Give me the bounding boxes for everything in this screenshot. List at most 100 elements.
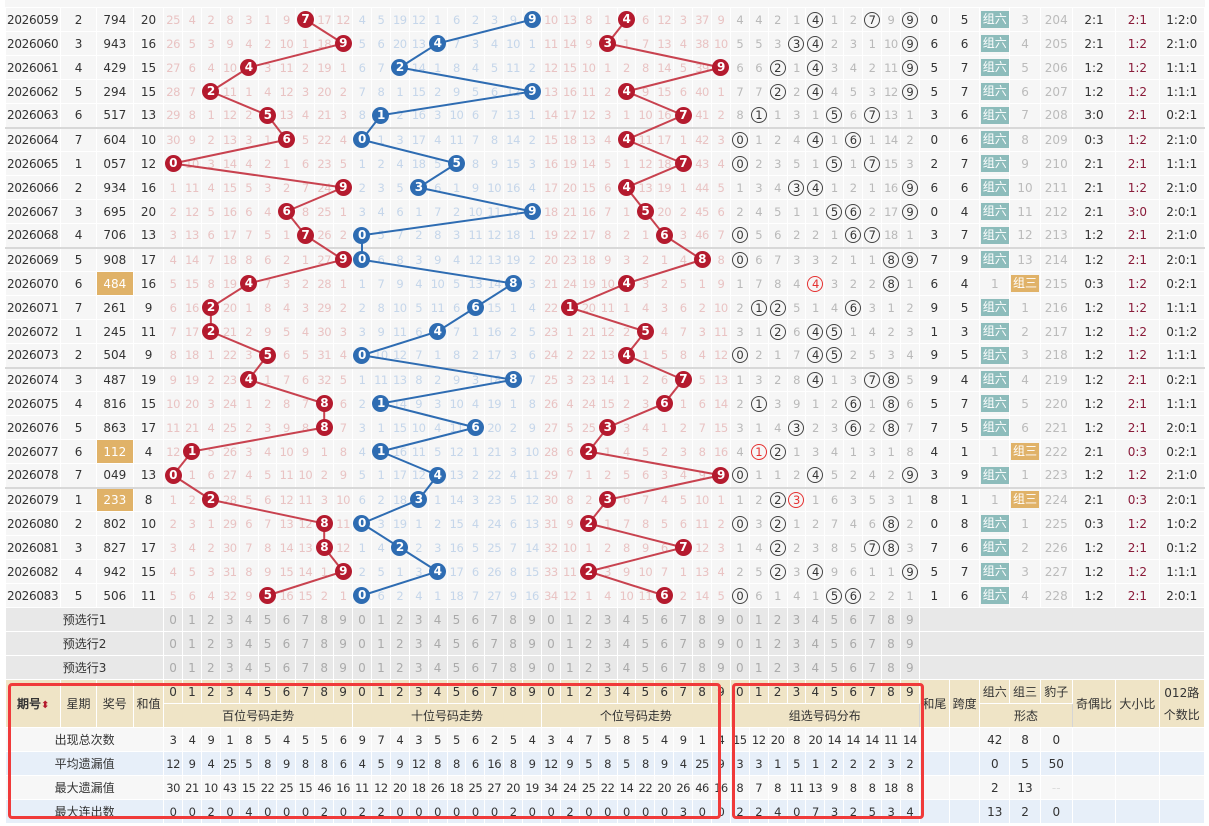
preselect-digit[interactable]: 6 — [654, 631, 675, 656]
preselect-digit[interactable]: 3 — [786, 607, 807, 632]
preselect-digit[interactable]: 4 — [238, 607, 259, 632]
preselect-digit[interactable]: 2 — [767, 655, 788, 680]
preselect-digit[interactable]: 0 — [352, 655, 372, 680]
preselect-digit[interactable]: 3 — [408, 655, 429, 680]
preselect-digit[interactable]: 3 — [597, 655, 618, 680]
preselect-digit[interactable]: 9 — [333, 631, 354, 656]
preselect-digit[interactable]: 0 — [729, 655, 750, 680]
preselect-digit[interactable]: 0 — [352, 607, 372, 632]
preselect-digit[interactable]: 5 — [824, 631, 845, 656]
preselect-digit[interactable]: 3 — [219, 607, 240, 632]
preselect-digit[interactable]: 0 — [729, 607, 750, 632]
preselect-digit[interactable]: 7 — [673, 607, 694, 632]
preselect-digit[interactable]: 6 — [654, 607, 675, 632]
preselect-digit[interactable]: 2 — [200, 655, 221, 680]
preselect-digit[interactable]: 1 — [748, 607, 769, 632]
preselect-digit[interactable]: 2 — [767, 631, 788, 656]
preselect-digit[interactable]: 1 — [559, 631, 580, 656]
preselect-digit[interactable]: 5 — [635, 631, 656, 656]
preselect-digit[interactable]: 2 — [767, 607, 788, 632]
preselect-digit[interactable]: 2 — [578, 631, 599, 656]
preselect-digit[interactable]: 2 — [200, 631, 221, 656]
preselect-digit[interactable]: 3 — [786, 631, 807, 656]
preselect-digit[interactable]: 8 — [692, 655, 712, 680]
preselect-digit[interactable]: 8 — [314, 655, 335, 680]
preselect-digit[interactable]: 2 — [389, 655, 410, 680]
preselect-digit[interactable]: 6 — [843, 607, 864, 632]
preselect-digit[interactable]: 3 — [408, 631, 429, 656]
preselect-digit[interactable]: 1 — [182, 655, 202, 680]
preselect-digit[interactable]: 9 — [522, 631, 542, 656]
preselect-digit[interactable]: 4 — [238, 631, 259, 656]
preselect-digit[interactable]: 8 — [314, 607, 335, 632]
preselect-digit[interactable]: 7 — [484, 655, 505, 680]
preselect-digit[interactable]: 5 — [257, 631, 278, 656]
preselect-digit[interactable]: 6 — [276, 631, 297, 656]
preselect-digit[interactable]: 4 — [427, 607, 448, 632]
preselect-digit[interactable]: 8 — [503, 655, 524, 680]
preselect-digit[interactable]: 7 — [862, 631, 882, 656]
preselect-digit[interactable]: 3 — [219, 631, 240, 656]
preselect-digit[interactable]: 2 — [578, 655, 599, 680]
preselect-digit[interactable]: 5 — [257, 607, 278, 632]
preselect-digit[interactable]: 1 — [370, 655, 391, 680]
preselect-digit[interactable]: 4 — [616, 607, 637, 632]
preselect-digit[interactable]: 0 — [352, 631, 372, 656]
preselect-digit[interactable]: 4 — [238, 655, 259, 680]
preselect-digit[interactable]: 7 — [673, 655, 694, 680]
preselect-digit[interactable]: 5 — [635, 607, 656, 632]
preselect-digit[interactable]: 4 — [616, 655, 637, 680]
preselect-digit[interactable]: 4 — [805, 655, 826, 680]
preselect-digit[interactable]: 6 — [276, 655, 297, 680]
preselect-digit[interactable]: 5 — [635, 655, 656, 680]
preselect-digit[interactable]: 4 — [805, 631, 826, 656]
preselect-digit[interactable]: 6 — [465, 655, 486, 680]
preselect-digit[interactable]: 1 — [559, 655, 580, 680]
preselect-digit[interactable]: 9 — [899, 631, 920, 656]
preselect-digit[interactable]: 3 — [219, 655, 240, 680]
preselect-digit[interactable]: 1 — [559, 607, 580, 632]
preselect-digit[interactable]: 6 — [465, 631, 486, 656]
preselect-digit[interactable]: 4 — [427, 631, 448, 656]
preselect-digit[interactable]: 0 — [540, 631, 561, 656]
preselect-digit[interactable]: 7 — [862, 607, 882, 632]
preselect-digit[interactable]: 1 — [182, 607, 202, 632]
preselect-digit[interactable]: 5 — [257, 655, 278, 680]
preselect-digit[interactable]: 2 — [200, 607, 221, 632]
preselect-digit[interactable]: 5 — [824, 655, 845, 680]
preselect-digit[interactable]: 6 — [276, 607, 297, 632]
preselect-digit[interactable]: 9 — [710, 655, 731, 680]
preselect-digit[interactable]: 4 — [805, 607, 826, 632]
preselect-digit[interactable]: 6 — [843, 655, 864, 680]
preselect-digit[interactable]: 7 — [295, 631, 316, 656]
preselect-digit[interactable]: 0 — [163, 631, 184, 656]
preselect-digit[interactable]: 7 — [295, 655, 316, 680]
preselect-digit[interactable]: 8 — [503, 631, 524, 656]
preselect-digit[interactable]: 9 — [333, 607, 354, 632]
preselect-digit[interactable]: 9 — [899, 607, 920, 632]
preselect-digit[interactable]: 6 — [465, 607, 486, 632]
preselect-digit[interactable]: 3 — [408, 607, 429, 632]
preselect-digit[interactable]: 2 — [578, 607, 599, 632]
preselect-digit[interactable]: 8 — [880, 631, 901, 656]
preselect-digit[interactable]: 1 — [748, 655, 769, 680]
period-header[interactable]: 期号⬍ — [4, 679, 62, 728]
preselect-digit[interactable]: 0 — [163, 655, 184, 680]
preselect-digit[interactable]: 2 — [389, 631, 410, 656]
preselect-digit[interactable]: 9 — [899, 655, 920, 680]
preselect-digit[interactable]: 6 — [843, 631, 864, 656]
preselect-digit[interactable]: 1 — [370, 607, 391, 632]
preselect-digit[interactable]: 3 — [786, 655, 807, 680]
preselect-digit[interactable]: 9 — [522, 655, 542, 680]
preselect-digit[interactable]: 7 — [295, 607, 316, 632]
preselect-digit[interactable]: 5 — [824, 607, 845, 632]
preselect-digit[interactable]: 9 — [710, 607, 731, 632]
preselect-digit[interactable]: 2 — [389, 607, 410, 632]
preselect-digit[interactable]: 4 — [427, 655, 448, 680]
preselect-digit[interactable]: 3 — [597, 607, 618, 632]
preselect-digit[interactable]: 8 — [692, 607, 712, 632]
preselect-digit[interactable]: 5 — [446, 631, 467, 656]
preselect-digit[interactable]: 8 — [880, 655, 901, 680]
preselect-digit[interactable]: 0 — [540, 607, 561, 632]
preselect-digit[interactable]: 0 — [729, 631, 750, 656]
